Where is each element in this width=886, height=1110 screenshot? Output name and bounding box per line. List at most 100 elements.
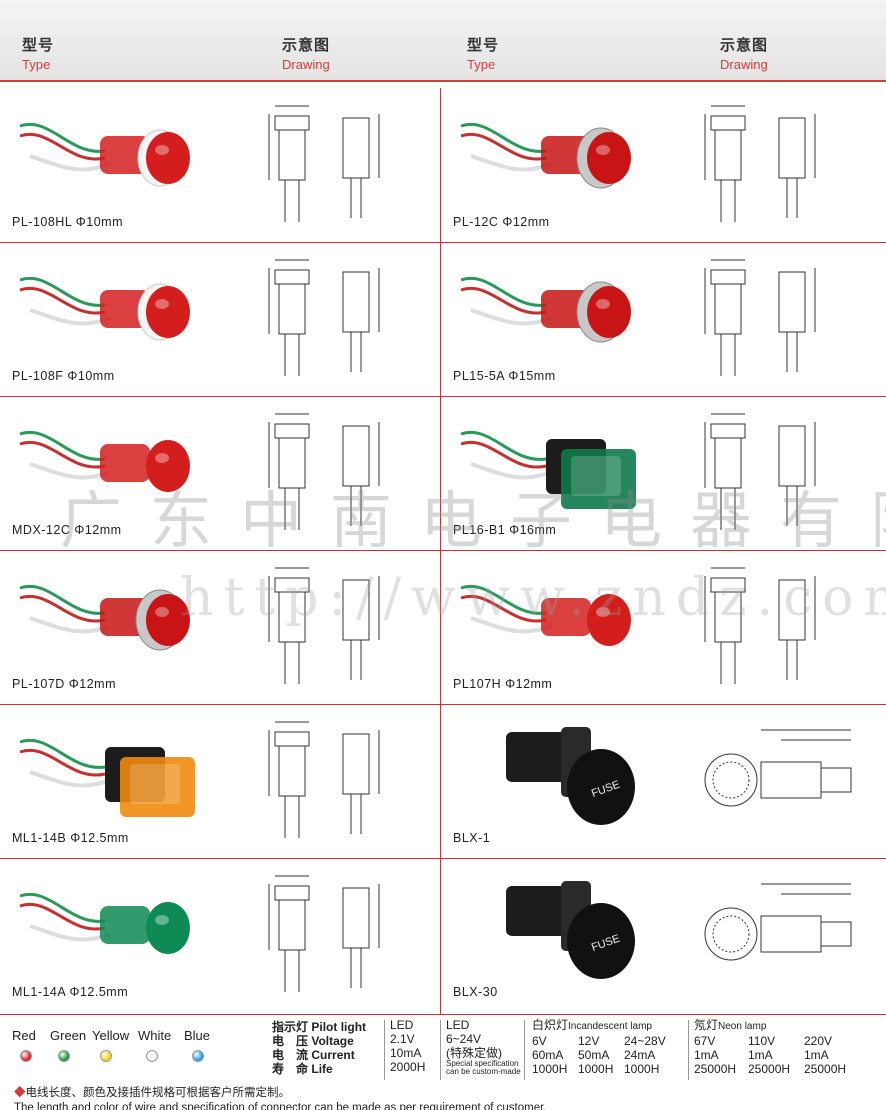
spec-value: 24mA: [624, 1048, 656, 1062]
spec-value: 6~24V: [446, 1032, 482, 1046]
drawing-frame: [255, 94, 415, 234]
drawing-frame: [691, 248, 871, 388]
drawing-frame: [255, 556, 415, 696]
header-type-en: Type: [22, 57, 51, 72]
spec-value: 6V: [532, 1034, 547, 1048]
color-dot-icon: [58, 1050, 70, 1062]
product-photo-frame: FUSE: [451, 866, 656, 984]
spec-label-en: Life: [311, 1062, 333, 1076]
color-dot-icon: [146, 1050, 158, 1062]
note-zh: 电线长度、颜色及接插件规格可根据客户所需定制。: [25, 1087, 291, 1099]
product-photo: [460, 122, 631, 189]
spec-title: 氖灯: [694, 1018, 719, 1032]
row-divider: [0, 242, 886, 243]
color-name: Green: [50, 1028, 87, 1043]
spec-label-zh: 电 压: [272, 1034, 309, 1048]
drawing-frame: [255, 248, 415, 388]
product-cell: MDX-12C Φ12mm: [0, 396, 440, 550]
spec-divider: [524, 1020, 525, 1080]
header-drawing-right: 示意图 Drawing: [720, 34, 768, 72]
spec-led2: LED 6~24V (特殊定做) Special specification c…: [446, 1018, 521, 1076]
spec-label-zh: 寿 命: [272, 1062, 309, 1076]
drawing-frame: [691, 864, 871, 1004]
color-dot-icon: [20, 1050, 32, 1062]
header-drawing-left: 示意图 Drawing: [282, 34, 330, 72]
product-photo: [19, 584, 190, 651]
spec-value: LED: [446, 1018, 470, 1032]
spec-labels: 指示灯 Pilot light 电 压 Voltage 电 流 Current …: [272, 1018, 367, 1076]
product-cell: PL-12C Φ12mm: [441, 88, 881, 242]
dimension-drawing: [704, 413, 816, 530]
product-label: BLX-30: [453, 985, 498, 999]
product-photo: [460, 276, 631, 343]
spec-title-en: Neon lamp: [718, 1021, 767, 1032]
drawing-frame: [255, 710, 415, 850]
spec-value: 1000H: [532, 1062, 568, 1076]
spec-divider: [440, 1020, 441, 1080]
spec-divider: [384, 1020, 385, 1080]
product-photo: [460, 584, 631, 646]
spec-value: 50mA: [578, 1048, 610, 1062]
product-label: PL15-5A Φ15mm: [453, 369, 556, 383]
diamond-bullet-icon: ◆: [14, 1087, 26, 1099]
product-photo-frame: [451, 96, 656, 214]
product-label: PL-12C Φ12mm: [453, 215, 550, 229]
spec-value: 2.1V: [390, 1032, 415, 1046]
dimension-drawing: [704, 567, 816, 684]
table-header: 型号 Type 示意图 Drawing 型号 Type 示意图 Drawing: [0, 0, 886, 82]
product-photo-frame: [10, 712, 215, 830]
spec-value: 67V: [694, 1034, 716, 1048]
product-cell: ML1-14A Φ12.5mm: [0, 858, 440, 1012]
product-cell: PL-108F Φ10mm: [0, 242, 440, 396]
product-cell: ML1-14B Φ12.5mm: [0, 704, 440, 858]
dimension-drawing: [704, 105, 816, 222]
spec-value: 60mA: [532, 1048, 564, 1062]
spec-value: 110V: [748, 1034, 776, 1048]
spec-value: 220V: [804, 1034, 833, 1048]
spec-title: 白炽灯: [532, 1018, 569, 1032]
color-name: Blue: [184, 1028, 211, 1043]
spec-label-en: Current: [311, 1048, 355, 1062]
product-label: PL-107D Φ12mm: [12, 677, 117, 691]
spec-label-en: Voltage: [311, 1034, 354, 1048]
product-label: PL-108HL Φ10mm: [12, 215, 123, 229]
spec-led1: LED 2.1V 10mA 2000H: [390, 1018, 425, 1074]
product-label: PL107H Φ12mm: [453, 677, 553, 691]
dimension-drawing: [268, 567, 380, 684]
dimension-drawing: [268, 413, 380, 530]
header-type-zh: 型号: [467, 37, 500, 54]
header-type-en: Type: [467, 57, 496, 72]
watermark-company: 广东中南电子电器有限公司: [60, 484, 886, 557]
spec-value: 25000H: [804, 1062, 847, 1076]
spec-value: LED: [390, 1018, 414, 1032]
dimension-drawing: [268, 105, 380, 222]
dimension-drawing: [268, 875, 380, 992]
spec-label-zh: 指示灯: [272, 1020, 309, 1034]
product-cell: PL-108HL Φ10mm: [0, 88, 440, 242]
spec-value: 24~28V: [624, 1034, 666, 1048]
header-type-zh: 型号: [22, 37, 55, 54]
header-drawing-zh: 示意图: [282, 37, 331, 54]
spec-value: 12V: [578, 1034, 600, 1048]
note-en: The length and color of wire and specifi…: [14, 1102, 547, 1110]
dimension-drawing: [704, 259, 816, 376]
drawing-frame: [255, 864, 415, 1004]
dimension-drawing: [704, 883, 852, 961]
row-divider: [0, 396, 886, 397]
color-name: White: [138, 1028, 172, 1043]
product-label: BLX-1: [453, 831, 491, 845]
spec-value: 1000H: [578, 1062, 614, 1076]
product-photo-frame: FUSE: [451, 712, 656, 830]
watermark-url: http://www.zndz.com: [180, 568, 886, 628]
spec-neon: 氖灯Neon lamp 67V 110V 220V 1mA 1mA 1mA 25…: [694, 1018, 874, 1076]
product-cell: PL-107D Φ12mm: [0, 550, 440, 704]
spec-value: 1mA: [694, 1048, 719, 1062]
product-photo-frame: [10, 96, 215, 214]
product-label: ML1-14A Φ12.5mm: [12, 985, 129, 999]
spec-value: Special specification: [446, 1059, 519, 1068]
spec-label-en: Pilot light: [311, 1020, 367, 1034]
custom-note: ◆电线长度、颜色及接插件规格可根据客户所需定制。 The length and …: [14, 1086, 547, 1110]
